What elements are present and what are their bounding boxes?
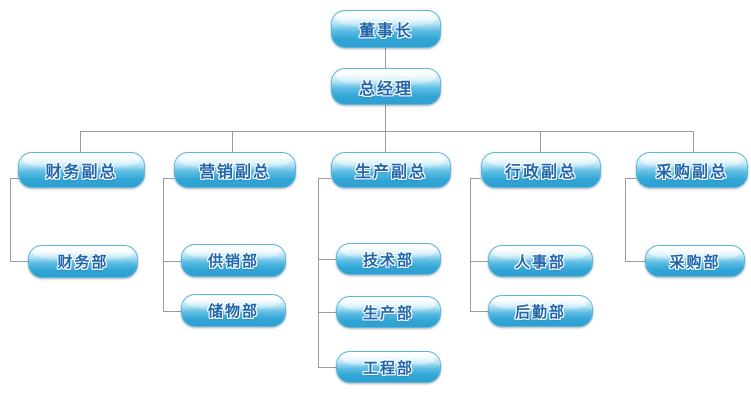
connector-production-to-engineering [318,367,336,368]
connector-bus-drop-purchasing [693,131,694,152]
connector-gm-down [385,105,386,132]
connector-production-spine [318,178,319,367]
node-vp-finance[interactable]: 财务副总 [18,152,145,188]
node-vp-admin[interactable]: 行政副总 [481,152,601,188]
connector-bus-drop-finance [80,131,81,152]
connector-finance-spine [10,178,11,261]
node-dept-supply-sales-label: 供销部 [207,252,259,270]
node-general-manager-label: 总经理 [358,78,413,98]
connector-production-to-technology [318,259,336,260]
connector-purchasing-to-dept-purchasing [625,261,645,262]
node-dept-purchasing-label: 采购部 [669,252,721,271]
node-vp-production-label: 生产副总 [354,162,427,181]
connector-bus-drop-marketing [232,131,233,152]
node-vp-purchasing[interactable]: 采购副总 [636,152,748,188]
node-dept-storage-label: 储物部 [207,302,259,320]
node-dept-logistics-label: 后勤部 [514,302,566,321]
connector-production-to-production-dept [318,312,336,313]
node-vp-marketing[interactable]: 营销副总 [174,152,296,188]
connector-finance-to-dept-finance [10,261,28,262]
node-general-manager[interactable]: 总经理 [331,68,441,105]
node-dept-storage[interactable]: 储物部 [181,294,286,327]
node-dept-engineering[interactable]: 工程部 [336,351,441,383]
node-dept-personnel-label: 人事部 [514,252,566,271]
connector-admin-top-stub [470,178,481,179]
connector-marketing-to-storage [163,311,181,312]
connector-purchasing-spine [625,178,626,261]
node-dept-engineering-label: 工程部 [362,358,414,377]
node-dept-technology-label: 技术部 [362,250,414,269]
node-vp-admin-label: 行政副总 [504,162,577,181]
node-dept-purchasing[interactable]: 采购部 [645,245,745,277]
connector-bus-drop-production [385,131,386,152]
node-chairman[interactable]: 董事长 [331,10,441,48]
node-vp-production[interactable]: 生产副总 [331,152,451,188]
node-chairman-label: 董事长 [358,21,413,40]
connector-admin-to-personnel [470,261,488,262]
node-dept-production-label: 生产部 [362,303,414,322]
connector-purchasing-top-stub [625,178,636,179]
node-dept-logistics[interactable]: 后勤部 [488,295,593,327]
connector-production-top-stub [318,178,331,179]
connector-marketing-spine [163,178,164,311]
node-dept-finance[interactable]: 财务部 [28,245,138,278]
node-vp-finance-label: 财务副总 [45,162,118,181]
connector-admin-spine [470,178,471,311]
connector-admin-to-logistics [470,311,488,312]
connector-marketing-top-stub [163,178,174,179]
connector-bus-drop-admin [540,131,541,152]
node-dept-production[interactable]: 生产部 [336,296,441,328]
node-dept-finance-label: 财务部 [57,253,109,271]
connector-chairman-to-gm [385,48,386,70]
node-dept-personnel[interactable]: 人事部 [488,245,593,277]
node-dept-technology[interactable]: 技术部 [336,243,441,275]
connector-finance-top-stub [10,178,21,179]
connector-marketing-to-supply-sales [163,261,181,262]
connector-vp-bus [80,131,693,132]
node-dept-supply-sales[interactable]: 供销部 [181,244,286,277]
node-vp-purchasing-label: 采购副总 [655,162,728,181]
node-vp-marketing-label: 营销副总 [198,162,271,181]
